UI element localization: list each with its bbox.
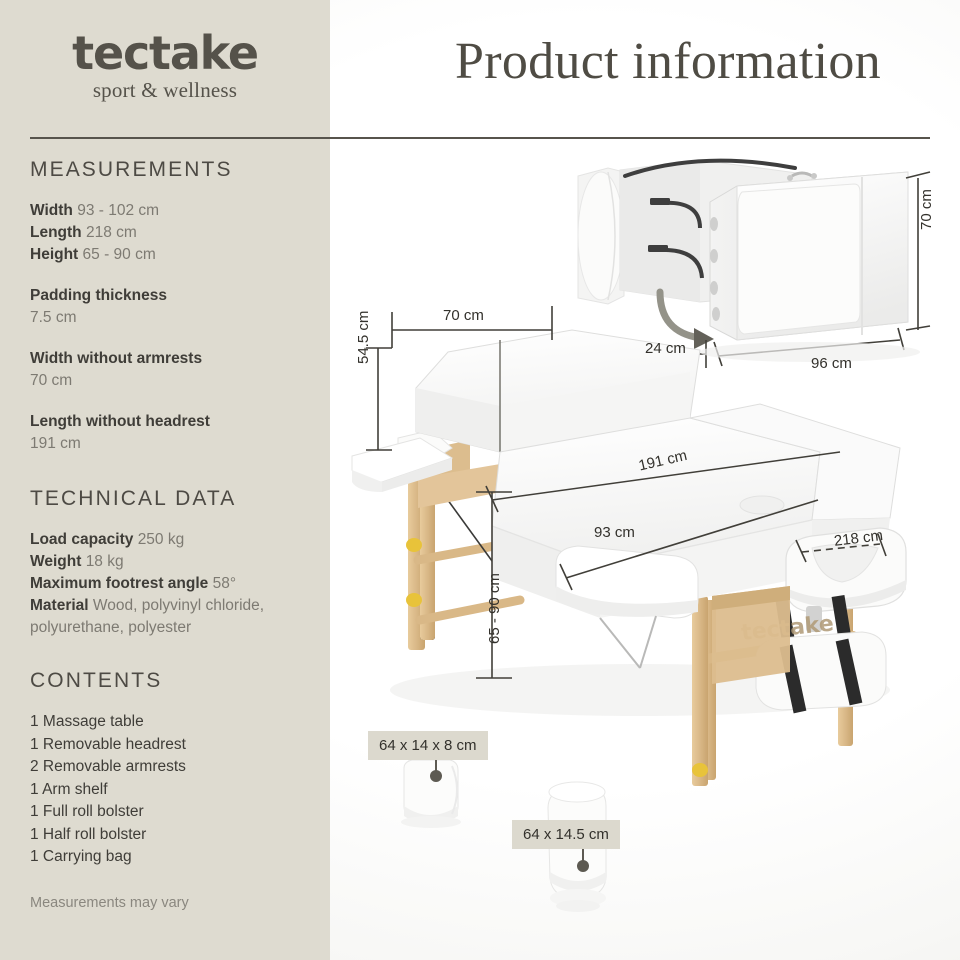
list-item: 1 Half roll bolster bbox=[30, 825, 147, 843]
folded-case-front bbox=[709, 171, 909, 341]
full-roll-callout-stem bbox=[582, 842, 584, 864]
list-item: 1 Carrying bag bbox=[30, 848, 132, 865]
half-roll-bolster-shape bbox=[401, 742, 461, 828]
dim-label-folded-depth: 24 cm bbox=[645, 340, 686, 357]
block-value: 7.5 cm bbox=[30, 309, 77, 326]
measurement-value: 65 - 90 cm bbox=[82, 246, 156, 263]
full-roll-callout-dot bbox=[577, 860, 589, 872]
half-roll-callout-dot bbox=[430, 770, 442, 782]
page-title: Product information bbox=[455, 33, 881, 90]
technical-row: Maximum footrest angle 58° bbox=[30, 573, 305, 595]
dim-label-bed-width: 93 cm bbox=[594, 524, 635, 541]
bolster-callout-half-roll: 64 x 14 x 8 cm bbox=[368, 731, 488, 760]
technical-label: Weight bbox=[30, 553, 82, 570]
technical-value: 58° bbox=[212, 575, 237, 592]
block-label: Width without armrests bbox=[30, 350, 203, 367]
block-value: 70 cm bbox=[30, 372, 73, 389]
brand-name: tectake bbox=[72, 26, 259, 80]
measurement-row: Length 218 cm bbox=[30, 222, 305, 244]
block-label: Length without headrest bbox=[30, 413, 210, 430]
brand-logo: tectake sport & wellness bbox=[0, 30, 330, 101]
contents-heading: CONTENTS bbox=[30, 669, 163, 692]
technical-value: Wood, polyvinyl chloride, polyurethane, … bbox=[30, 597, 265, 636]
measurement-label: Length bbox=[30, 224, 82, 241]
measurement-value: 218 cm bbox=[85, 224, 137, 241]
technical-row: Load capacity 250 kg bbox=[30, 529, 305, 551]
header-divider bbox=[30, 137, 930, 139]
measurements-disclaimer: Measurements may vary bbox=[30, 894, 189, 911]
bolster-callout-full-roll: 64 x 14.5 cm bbox=[512, 820, 620, 849]
open-table-illustration: tectake bbox=[351, 329, 907, 786]
technical-label: Material bbox=[30, 597, 89, 614]
sidebar: tectake sport & wellness MEASUREMENTS Wi… bbox=[0, 0, 330, 960]
list-item: 2 Removable armrests bbox=[30, 758, 186, 775]
measurement-block: Width without armrests 70 cm bbox=[30, 348, 305, 392]
technical-row: Material Wood, polyvinyl chloride, polyu… bbox=[30, 595, 305, 639]
list-item: 1 Removable headrest bbox=[30, 735, 186, 753]
open-dimension-lines bbox=[366, 306, 887, 679]
technical-label: Load capacity bbox=[30, 531, 134, 548]
measurement-block: Length without headrest 191 cm bbox=[30, 411, 305, 455]
measurement-label: Height bbox=[30, 246, 79, 263]
list-item: 1 Full roll bolster bbox=[30, 803, 144, 820]
measurement-row: Height 65 - 90 cm bbox=[30, 244, 305, 266]
dim-label-folded-width: 96 cm bbox=[811, 355, 852, 372]
measurement-block: Padding thickness 7.5 cm bbox=[30, 285, 305, 329]
sidebar-content: MEASUREMENTS Width 93 - 102 cm Length 21… bbox=[30, 158, 305, 911]
technical-value: 250 kg bbox=[137, 531, 185, 548]
list-item: 1 Massage table bbox=[30, 713, 144, 730]
list-item: 1 Arm shelf bbox=[30, 780, 108, 798]
block-label: Padding thickness bbox=[30, 287, 167, 304]
dim-label-top-width: 70 cm bbox=[443, 307, 484, 324]
block-value: 191 cm bbox=[30, 435, 81, 452]
technical-label: Maximum footrest angle bbox=[30, 575, 209, 592]
half-roll-callout-stem bbox=[435, 752, 437, 774]
measurements-heading: MEASUREMENTS bbox=[30, 158, 233, 181]
measurement-value: 93 - 102 cm bbox=[77, 202, 160, 219]
technical-row: Weight 18 kg bbox=[30, 551, 305, 573]
technical-data-heading: TECHNICAL DATA bbox=[30, 487, 237, 510]
technical-value: 18 kg bbox=[85, 553, 124, 570]
contents-list: 1 Massage table 1 Removable headrest 2 R… bbox=[30, 711, 305, 869]
technical-pairs: Load capacity 250 kg Weight 18 kg Maximu… bbox=[30, 529, 305, 639]
measurements-pairs: Width 93 - 102 cm Length 218 cm Height 6… bbox=[30, 200, 305, 266]
folded-case-shadow bbox=[700, 342, 920, 362]
measurement-label: Width bbox=[30, 202, 73, 219]
measurement-row: Width 93 - 102 cm bbox=[30, 200, 305, 222]
brand-tagline: sport & wellness bbox=[92, 78, 238, 102]
